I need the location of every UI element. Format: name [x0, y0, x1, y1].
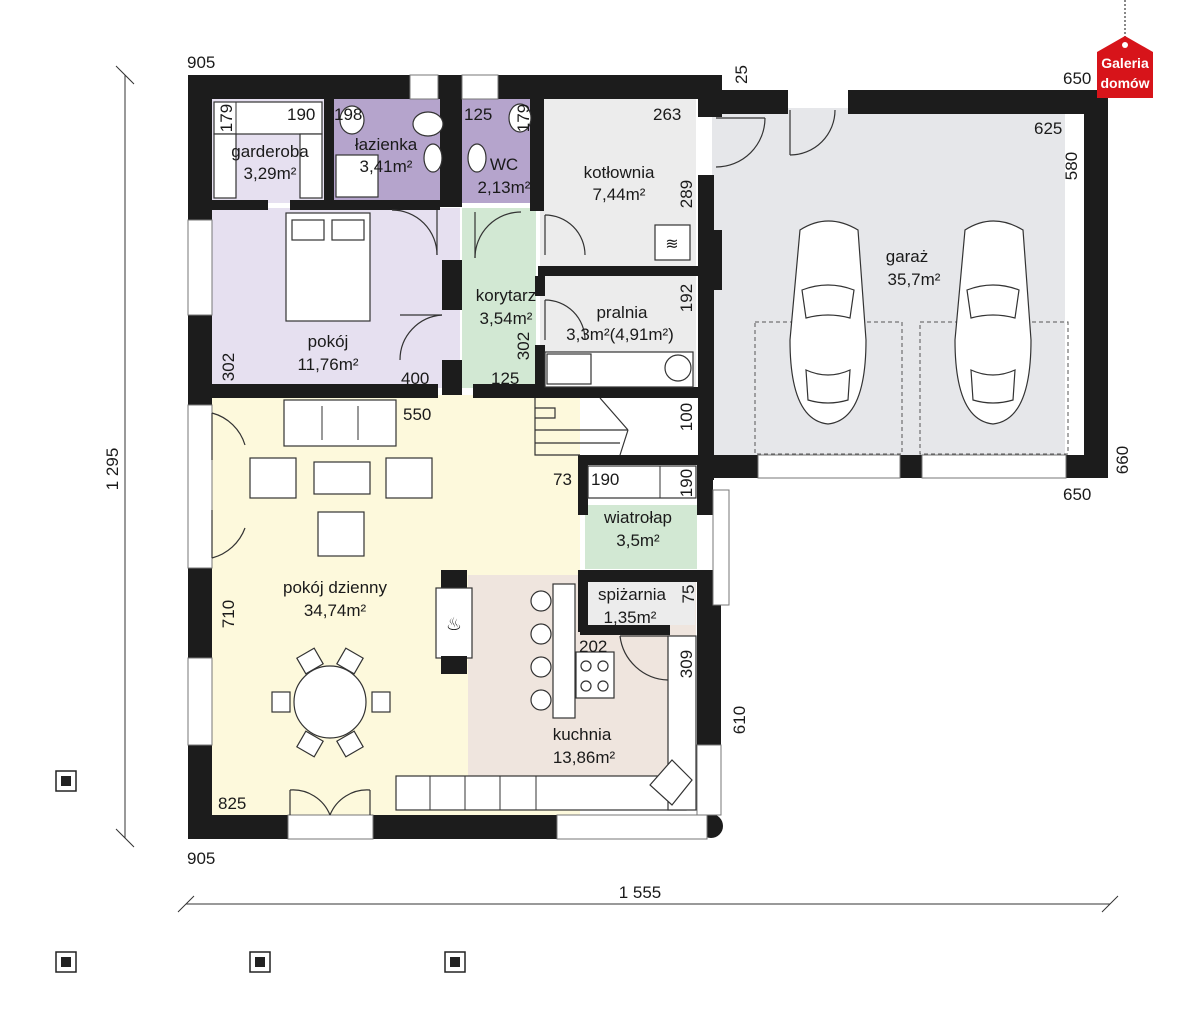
- dim-100: 100: [677, 403, 696, 431]
- dim-710: 710: [219, 600, 238, 628]
- dim-125-wc: 125: [464, 105, 492, 124]
- dining-set: [271, 647, 391, 758]
- legend-square-icon: [55, 770, 77, 792]
- dim-400: 400: [401, 369, 429, 388]
- walls: [188, 75, 1108, 839]
- dim-202: 202: [579, 637, 607, 656]
- dim-75: 75: [679, 585, 698, 604]
- dim-610: 610: [730, 706, 749, 734]
- wiatrolap-floor: [585, 505, 697, 569]
- dim-650-bottom: 650: [1063, 485, 1091, 504]
- dim-190-wi-v: 190: [677, 469, 696, 497]
- car-icon: [789, 220, 867, 425]
- pralnia-area: 3,3m²(4,91m²): [566, 325, 674, 344]
- spizarnia-area: 1,35m²: [604, 608, 657, 627]
- lazienka-name: łazienka: [355, 135, 418, 154]
- doors: [211, 109, 836, 816]
- stairs: [534, 397, 629, 456]
- kuchnia-name: kuchnia: [553, 725, 612, 744]
- kotlownia-name: kotłownia: [584, 163, 655, 182]
- korytarz-name: korytarz: [476, 286, 536, 305]
- dim-905-bottom: 905: [187, 849, 215, 868]
- dim-263: 263: [653, 105, 681, 124]
- garaz-name: garaż: [886, 247, 929, 266]
- dim-660: 660: [1113, 446, 1132, 474]
- wiatrolap-area: 3,5m²: [616, 531, 660, 550]
- dim-825: 825: [218, 794, 246, 813]
- pokoj-area: 11,76m²: [297, 355, 358, 374]
- korytarz-area: 3,54m²: [480, 309, 533, 328]
- dim-190-wi-h: 190: [591, 470, 619, 489]
- legend-markers: [55, 770, 466, 973]
- lazienka-area: 3,41m²: [360, 157, 413, 176]
- pokoj-dzienny-area: 34,74m²: [304, 601, 367, 620]
- brand-logo[interactable]: Galeria domów: [1097, 0, 1153, 98]
- fireplace-icon: ♨: [446, 614, 462, 634]
- wc-area: 2,13m²: [478, 178, 531, 197]
- legend-square-icon: [55, 951, 77, 973]
- legend-square-icon: [249, 951, 271, 973]
- dim-125-corr: 125: [491, 369, 519, 388]
- dim-198: 198: [334, 105, 362, 124]
- pokoj-name: pokój: [308, 332, 349, 351]
- garderoba-name: garderoba: [231, 142, 309, 161]
- spizarnia-name: spiżarnia: [598, 585, 667, 604]
- dim-580: 580: [1062, 152, 1081, 180]
- dim-192: 192: [677, 284, 696, 312]
- dim-550: 550: [403, 405, 431, 424]
- dim-179-gar: 179: [217, 104, 236, 132]
- dim-289: 289: [677, 180, 696, 208]
- dim-1295: 1 295: [103, 448, 122, 491]
- wiatrolap-name: wiatrołap: [603, 508, 672, 527]
- dimension-lines: [115, 65, 1119, 913]
- dim-309: 309: [677, 650, 696, 678]
- windows: [187, 74, 1067, 840]
- dim-905-top: 905: [187, 53, 215, 72]
- dimension-labels: 905 905 1 295 1 555 25 650 650 625 580 6…: [103, 53, 1132, 902]
- dim-179-wc: 179: [514, 104, 533, 132]
- furniture: ≋ ♨: [213, 101, 1069, 811]
- dim-625: 625: [1034, 119, 1062, 138]
- wc-name: WC: [490, 155, 518, 174]
- pralnia-name: pralnia: [596, 303, 648, 322]
- dim-650-top: 650: [1063, 69, 1091, 88]
- car-icon: [954, 220, 1032, 425]
- dim-302-left: 302: [219, 353, 238, 381]
- spizarnia-floor: [585, 580, 695, 625]
- brand-line1: Galeria: [1101, 55, 1149, 71]
- kotlownia-area: 7,44m²: [593, 185, 646, 204]
- dim-302-corr: 302: [514, 332, 533, 360]
- dim-1555: 1 555: [619, 883, 662, 902]
- dim-190-gar: 190: [287, 105, 315, 124]
- garderoba-area: 3,29m²: [244, 164, 297, 183]
- boiler-icon: ≋: [665, 236, 678, 253]
- room-labels: garderoba 3,29m² łazienka 3,41m² WC 2,13…: [231, 135, 941, 767]
- kuchnia-area: 13,86m²: [553, 748, 616, 767]
- dim-73: 73: [553, 470, 572, 489]
- legend-square-icon: [444, 951, 466, 973]
- korytarz-floor: [462, 208, 536, 388]
- pokoj-dzienny-name: pokój dzienny: [283, 578, 387, 597]
- garaz-area: 35,7m²: [888, 270, 941, 289]
- brand-line2: domów: [1101, 75, 1150, 91]
- dim-25: 25: [732, 65, 751, 84]
